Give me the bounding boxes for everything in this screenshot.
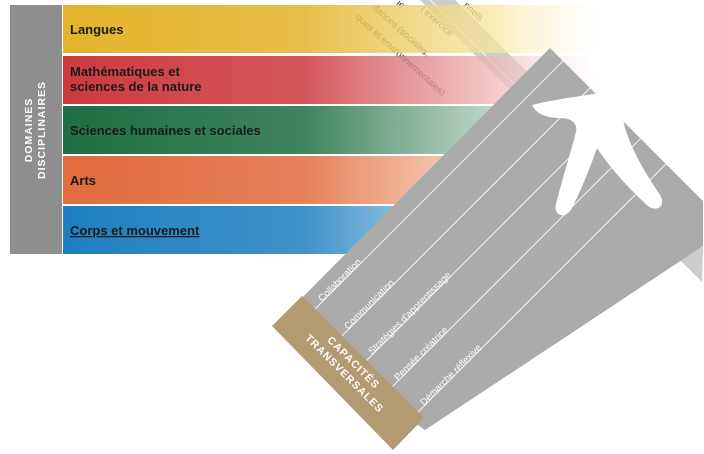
capacity-divider (389, 130, 649, 390)
side-title-line-1: DOMAINES (23, 98, 35, 163)
side-title-line-2: DISCIPLINAIRES (36, 81, 48, 179)
capacity-divider (339, 79, 599, 339)
capacity-divider (313, 51, 573, 311)
domain-label: Mathématiques et (70, 64, 180, 79)
domain-band: Langues (63, 5, 603, 53)
domain-label: Sciences humaines et sociales (70, 123, 261, 138)
domain-label: Arts (70, 173, 96, 188)
domain-label: Langues (70, 22, 123, 37)
human-figure-icon (532, 45, 674, 216)
domains-side-box: DOMAINES DISCIPLINAIRES (10, 5, 62, 254)
domain-band-fill (63, 5, 603, 53)
domain-label: sciences de la nature (70, 79, 202, 94)
capacity-divider (415, 155, 675, 415)
domain-label: Corps et mouvement (70, 223, 200, 238)
